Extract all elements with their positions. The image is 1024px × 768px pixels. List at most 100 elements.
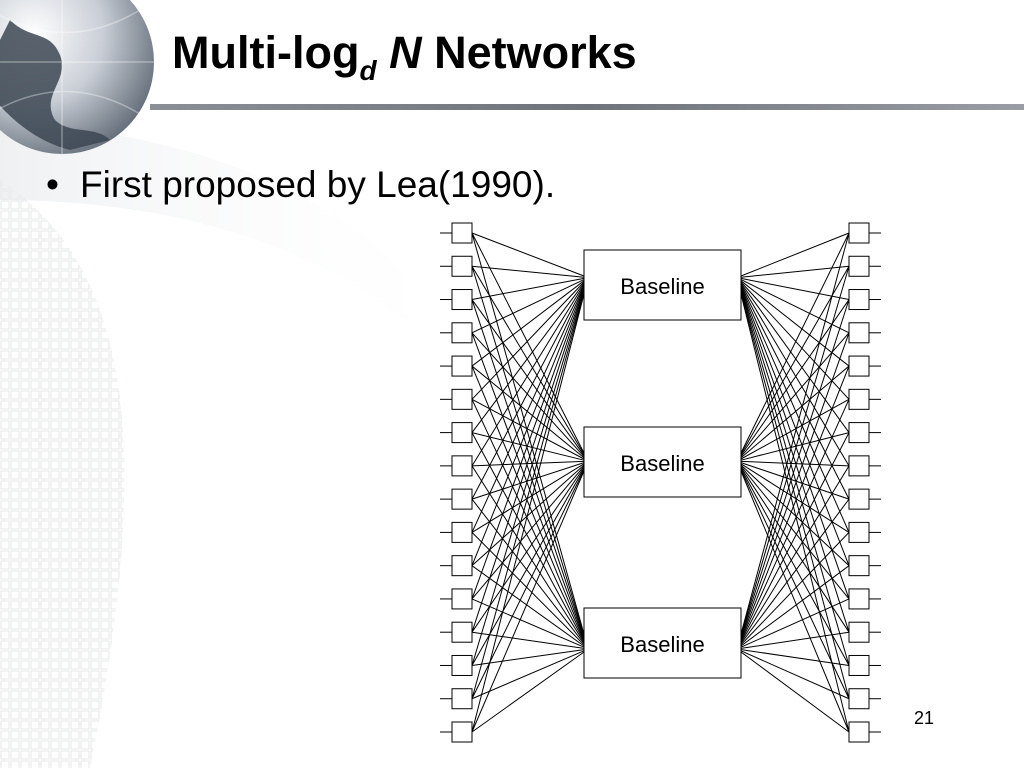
output-link [740,281,850,400]
output-link [740,279,850,334]
input-switch [451,555,473,577]
input-link [471,398,585,460]
baseline-plane-label: Baseline [620,451,704,476]
output-link [740,464,850,567]
output-link [740,432,850,642]
output-switch [848,388,870,410]
output-link [740,266,850,455]
input-switch [451,222,473,244]
links [471,232,850,733]
title-suffix: Networks [434,27,637,78]
input-switch [451,588,473,610]
output-link [740,299,850,637]
input-link [471,365,585,639]
input-switch [451,654,473,676]
output-link [740,365,850,639]
output-link [740,465,850,643]
input-link [471,291,585,666]
output-switch [848,555,870,577]
output-switch [848,688,870,710]
input-link [471,532,585,646]
output-switch [848,654,870,676]
input-switch [451,422,473,444]
output-link [740,598,850,648]
output-link [740,470,850,733]
output-link [740,649,850,666]
input-link [471,432,585,642]
input-link [471,266,585,636]
background-swoosh [0,180,125,768]
output-link [740,399,850,641]
output-link [740,287,850,566]
title-prefix: Multi-log [172,27,360,78]
output-switch [848,488,870,510]
input-link [471,280,585,367]
output-link [740,290,850,633]
input-link [471,598,585,648]
input-link [471,332,585,457]
output-link [740,265,850,278]
output-switch [848,422,870,444]
input-switch [451,388,473,410]
output-link [740,365,850,459]
output-link [740,277,850,301]
input-link [471,279,585,334]
output-switch [848,721,870,743]
input-link [471,464,585,567]
input-link [471,299,585,637]
input-link [471,281,585,400]
input-link [471,460,585,467]
input-link [471,292,585,699]
input-link [471,631,585,649]
output-link [740,282,850,433]
baseline-plane-box [583,249,742,321]
input-switch [451,521,473,543]
output-switch [848,455,870,477]
output-link [740,293,850,733]
input-link [471,287,585,566]
input-link [471,462,585,500]
page-number: 21 [914,708,935,728]
output-link [740,332,850,457]
input-link [471,284,585,467]
output-link [740,565,850,647]
input-link [471,399,585,641]
output-switch [848,521,870,543]
input-link [471,232,585,454]
output-switch [848,222,870,244]
input-link [471,299,585,456]
output-link [740,460,850,467]
bullet-dot-icon: • [46,164,59,205]
input-link [471,465,585,643]
output-link [740,463,850,533]
input-switch [451,289,473,311]
input-link [471,565,585,647]
baseline-plane: Baseline [583,607,742,679]
input-switch [451,255,473,277]
output-link [740,284,850,467]
input-link [471,286,585,533]
output-switch [848,289,870,311]
output-link [740,651,850,733]
input-link [471,232,585,635]
input-link [471,293,585,733]
output-switch [848,355,870,377]
input-link [471,432,585,461]
input-switch [451,455,473,477]
output-link [740,299,850,456]
input-link [471,232,585,277]
output-link [740,532,850,646]
input-switch [451,322,473,344]
output-link [740,289,850,600]
input-link [471,266,585,455]
output-switch [848,588,870,610]
input-link [471,289,585,600]
baseline-plane-box [583,607,742,679]
input-link [471,332,585,638]
input-link [471,650,585,700]
baseline-plane-box [583,426,742,498]
output-link [740,432,850,461]
input-link [471,290,585,633]
input-link [471,463,585,533]
